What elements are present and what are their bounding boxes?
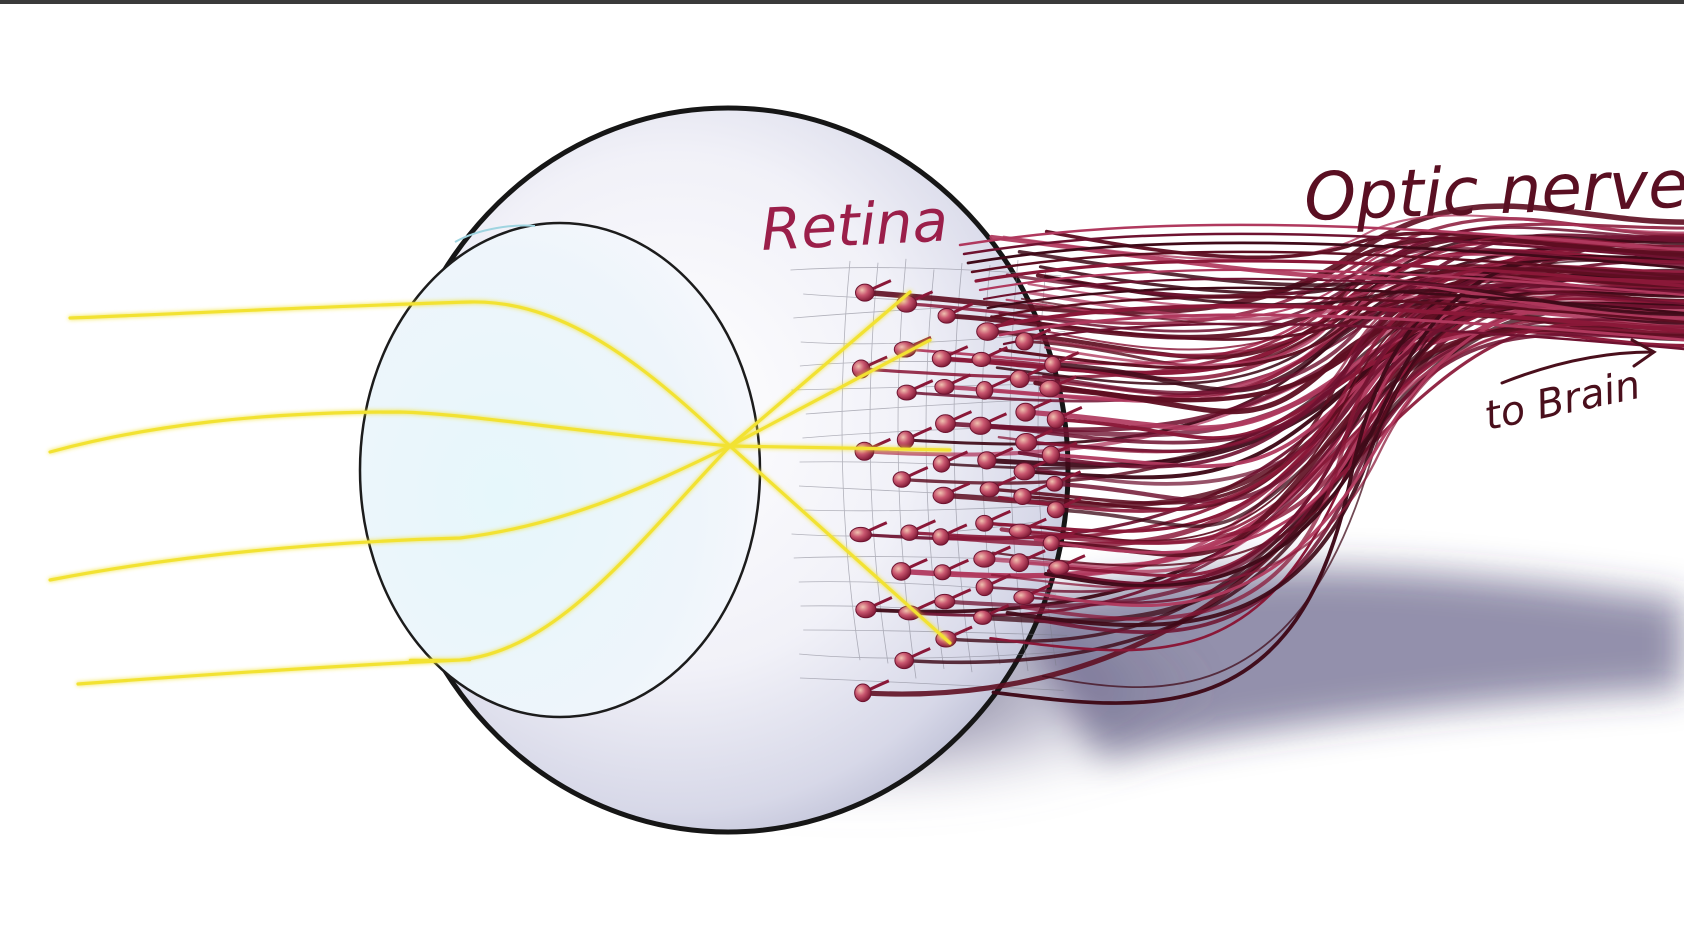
retina-cell-body [933,564,952,581]
light-ray-1 [68,290,912,449]
retina-cell-body [976,322,999,341]
nerve-fiber [1017,233,1684,469]
retina-cell-body [1044,355,1062,374]
nerve-fiber [998,313,1684,342]
retina-cell-body [896,294,918,313]
retina-cell-body [855,283,875,302]
retina-cell-body [1015,433,1038,452]
retina-cell-body [1013,589,1035,605]
nerve-fiber [974,259,1684,288]
retina-cell-body [975,381,994,400]
retina-cell-body [896,384,917,401]
nerve-fiber [1002,214,1684,261]
retina-cell-body [1042,534,1060,552]
retina-cell-body [891,562,912,581]
retina-cell-body [855,600,877,619]
retina-cell-body [894,651,914,670]
retina-cell-body [935,414,956,434]
nerve-fiber [1042,260,1684,688]
retina-thread [803,629,1068,636]
retina-cell-body [892,471,911,488]
retina-cell-body [975,578,994,597]
retina-cell-body [979,481,1000,498]
nerve-fiber [1033,332,1684,634]
retina-cell-body [932,528,950,546]
nerve-fiber [982,277,1684,306]
nerve-fiber [999,283,1684,445]
nerve-fiber [1047,235,1684,351]
nerve-fiber [995,234,1684,386]
nerve-fiber [962,232,1684,261]
retina-cell-body [854,441,875,461]
retina-cell-body [973,609,993,625]
retina-thread [798,581,1057,595]
nerve-fiber [1022,309,1684,431]
retina-cell-body [969,416,992,435]
retina-cell-body [971,351,992,368]
retina-cell-body [1039,379,1061,398]
nerve-fiber [1017,250,1684,317]
nerve-fiber [958,223,1684,252]
retina-cell-body [932,486,955,505]
optic-nerve-label: Optic nerve [1303,146,1684,236]
arrow-right-icon [1500,338,1657,385]
retina-cell-body [1013,462,1036,481]
nerve-fiber [978,268,1684,297]
light-ray-3 [48,338,932,582]
retina-cell-body [1009,553,1030,573]
retina-cell-body [975,514,994,532]
retina-cell-body [1046,410,1065,429]
retina-cell-body [1009,369,1030,389]
retina-cell-body [854,683,872,703]
retina-thread [897,258,917,679]
nerve-fiber [1002,322,1684,351]
nerve-fiber [991,290,1684,567]
retina-cell-body [1013,487,1032,505]
nerve-fiber [998,266,1684,370]
lens-icon [358,221,762,719]
nerve-fiber [970,250,1684,279]
light-rays [48,290,952,686]
retina-cell-body [1015,402,1036,422]
nerve-fiber [1033,287,1684,554]
retina-cell-body [932,455,951,473]
retina-cell-body [1041,445,1061,465]
retina-cell-body [1015,332,1034,351]
retina-cell-body [900,524,919,541]
nerve-fiber [990,295,1684,324]
retina-cells [849,279,1086,703]
retina-cell-body [896,430,915,450]
retina-thread [799,677,1064,691]
to-brain-label: to Brain [1481,362,1645,440]
retina-cell-body [849,526,872,543]
retina-cell-body [1048,560,1070,576]
retina-cell-body [1046,501,1065,519]
eyeball-icon [358,105,1071,835]
nerve-fiber [966,241,1684,270]
optic-nerve-fibers [859,203,1684,705]
retina-cell-body [1045,475,1064,492]
retina-cell-body [937,308,956,324]
retina-label: Retina [759,186,949,264]
retina-thread [841,260,861,661]
nerve-fiber [990,326,1684,590]
light-ray-2 [48,410,952,454]
nerve-fiber [994,303,1684,333]
nerve-fiber [1044,229,1684,260]
retina-cell-body [973,550,996,568]
retina-cell-body [931,349,952,368]
retina-cell-body [1008,523,1032,539]
retina-cell-body [977,451,997,470]
window-top-edge [0,0,1684,4]
retina-cell-body [934,593,956,610]
retina-cell-body [934,378,955,395]
nerve-fiber [1036,268,1684,486]
retina-thread [805,398,1045,415]
nerve-fiber [986,286,1684,315]
nerve-fiber [1020,276,1684,621]
